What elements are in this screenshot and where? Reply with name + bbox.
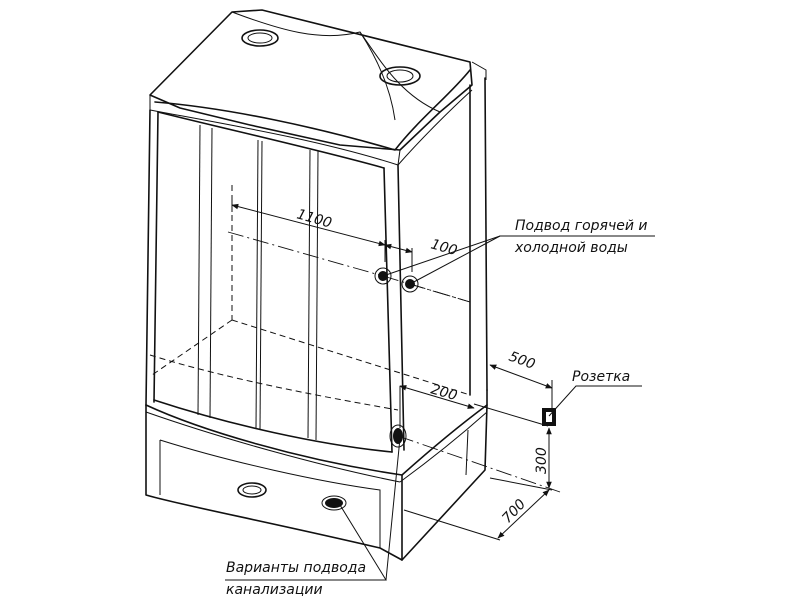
socket-label: Розетка (572, 369, 630, 385)
drain-outlet-front-icon (325, 498, 343, 508)
dim-300: 300 (534, 447, 550, 474)
callout-labels: Подвод горячей и холодной воды Розетка В… (226, 218, 647, 598)
roof-holes (241, 29, 421, 86)
water-supply-label-line2: холодной воды (514, 240, 628, 256)
dim-500: 500 (507, 349, 538, 373)
dim-700: 700 (499, 496, 529, 527)
shower-tray (145, 389, 488, 561)
dimension-lines (231, 200, 553, 541)
drain-label-line1: Варианты подвода (226, 560, 366, 576)
drain-label-line2: канализации (226, 582, 323, 598)
cabin-body (145, 61, 488, 453)
leader-lines (225, 235, 655, 581)
dimension-labels: 1100 100 500 200 300 700 (295, 206, 550, 526)
dim-100: 100 (429, 236, 459, 259)
connection-points (321, 267, 419, 511)
dim-1100: 1100 (295, 206, 334, 231)
water-supply-label-line1: Подвод горячей и (515, 218, 647, 234)
dim-200: 200 (429, 381, 459, 404)
roof-panel (149, 9, 473, 166)
